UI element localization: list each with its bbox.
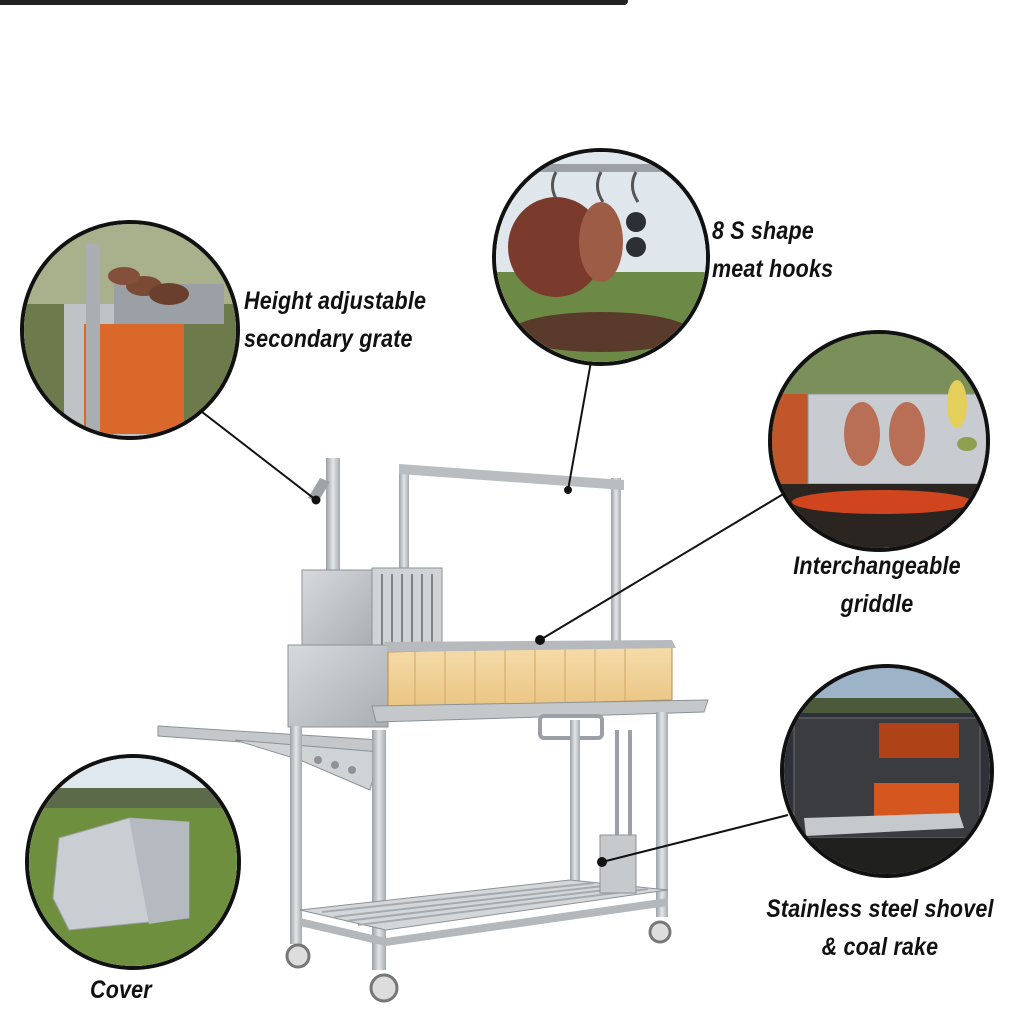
cover-label-line1: Cover (90, 976, 152, 1004)
shovel-label-line2: & coal rake (821, 933, 939, 961)
shovel-rake-photo (780, 664, 994, 878)
hooks-label: 8 S shape meat hooks (712, 212, 833, 288)
wheels (285, 920, 672, 1003)
shovel-rake (599, 730, 637, 894)
griddle-label-line2: griddle (840, 590, 914, 618)
grill-body (287, 640, 709, 740)
lower-shelf (299, 879, 669, 946)
cover-photo (25, 754, 241, 970)
callout-line-hooks (567, 355, 593, 491)
griddle-label: Interchangeable griddle (785, 547, 969, 623)
hooks-label-line1: 8 S shape (712, 217, 814, 245)
cover-label: Cover (90, 971, 152, 1009)
hook-rack-frame (399, 464, 624, 653)
firebox (301, 567, 443, 649)
callout-lines (183, 355, 791, 867)
hooks-label-line2: meat hooks (712, 255, 834, 283)
secondary-grate-photo (20, 220, 240, 440)
meat-hooks-photo (492, 148, 710, 366)
griddle-label-line1: Interchangeable (793, 552, 961, 580)
callout-line-griddle (539, 489, 791, 641)
grate-label: Height adjustable secondary grate (244, 282, 426, 358)
top-border-bar (0, 0, 628, 5)
shovel-label: Stainless steel shovel & coal rake (755, 890, 1004, 966)
grate-label-line1: Height adjustable (244, 287, 427, 315)
shovel-label-line1: Stainless steel shovel (766, 895, 994, 923)
griddle-photo (768, 330, 990, 552)
grate-label-line2: secondary grate (244, 325, 413, 353)
callout-line-grate (183, 397, 317, 501)
callout-line-shovel (601, 814, 789, 863)
